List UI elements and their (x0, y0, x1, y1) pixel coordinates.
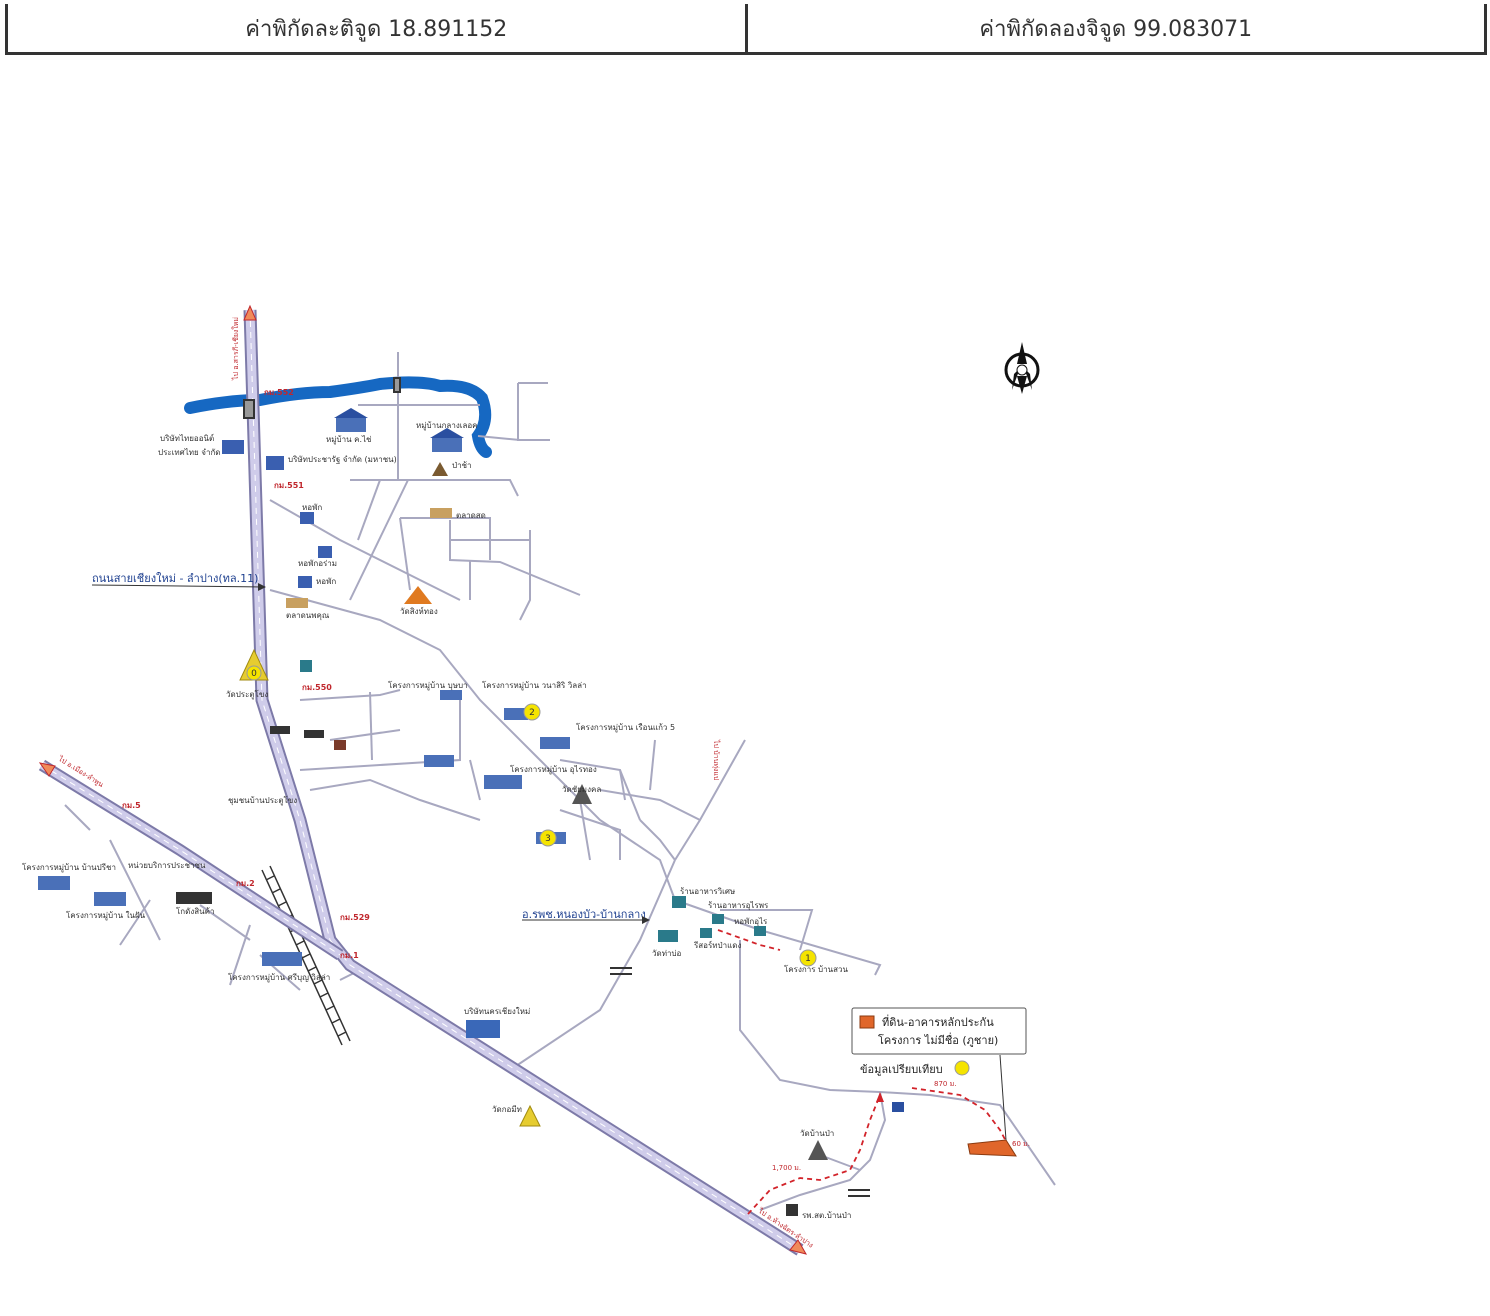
legend-comparison-swatch (954, 1060, 970, 1076)
legend-collateral-project: โครงการ ไม่มีชื่อ (ภูชาย) (878, 1032, 998, 1047)
legend: ที่ดิน-อาคารหลักประกัน โครงการ ไม่มีชื่อ… (851, 1007, 1027, 1076)
place-label: โครงการหมู่บ้าน บ้านปรีชา (22, 862, 116, 873)
km-marker-1: กม.1 (340, 951, 359, 960)
place-label: บริษัทนครเชียงใหม่ (464, 1007, 530, 1016)
highways (38, 309, 804, 1256)
highway-label: ถนนสายเชียงใหม่ - ลำปาง(ทล.11) (92, 572, 258, 585)
comparable-markers (246, 665, 817, 967)
place-label: บริษัทไทยออนิต์ (160, 433, 214, 443)
distance-label-1700m: 1,700 ม. (772, 1164, 801, 1172)
km-marker-2: กม.2 (236, 879, 255, 888)
km-markers: กม.552 กม.551 กม.550 กม.529 กม.1 กม.2 กม… (122, 388, 370, 960)
place-label: หมู่บ้านกลางเลอค (416, 421, 478, 431)
km-marker-552: กม.552 (264, 388, 294, 397)
village-icons (38, 408, 904, 1216)
coordinate-header: ค่าพิกัดละติจูด 18.891152 ค่าพิกัดลองจิจ… (5, 4, 1487, 55)
longitude-label: ค่าพิกัดลองจิจูด 99.083071 (979, 16, 1253, 42)
km-marker-5: กม.5 (122, 801, 141, 810)
direction-label-saraphi: ไป อ.สารภี-เชียงใหม่ (231, 317, 240, 381)
place-label: หมู่บ้าน ค.ไช่ (326, 435, 372, 445)
place-label: โครงการหมู่บ้าน เรือนแก้ว 5 (576, 722, 675, 733)
place-label: โครงการ บ้านสวน (784, 964, 848, 974)
bridge-markers (243, 377, 870, 1197)
place-label: หอพักอุไร (734, 917, 768, 926)
collateral-parcel (967, 1139, 1017, 1157)
minor-roads (64, 352, 1056, 1211)
legend-collateral-title: ที่ดิน-อาคารหลักประกัน (882, 1014, 994, 1029)
km-marker-550: กม.550 (302, 683, 332, 692)
route-label: อ.รพช.หนองบัว-บ้านกลาง (522, 908, 646, 921)
legend-comparison-label: ข้อมูลเปรียบเทียบ (860, 1063, 943, 1076)
distance-label-870m: 870 ม. (934, 1080, 956, 1088)
place-label: วัดชัยมงคล (562, 785, 601, 794)
place-label: วัดสิงห์ทอง (400, 606, 438, 616)
direction-label-thungpae: ไป บ้านทุ่งแป (712, 739, 721, 781)
longitude-cell: ค่าพิกัดลองจิจูด 99.083071 (744, 4, 1485, 52)
place-label: วัดกอมีท (492, 1105, 522, 1114)
compass-icon (1004, 342, 1040, 394)
river (184, 376, 492, 458)
place-label: ป่าช้า (452, 461, 472, 470)
place-label: ร้านอาหารอุไรพร (708, 901, 769, 910)
highway-arrows (38, 304, 808, 1255)
collateral-pointer (999, 1054, 1007, 1141)
place-label: ตลาดนพคุณ (286, 611, 330, 620)
highway-label-arrowhead (258, 583, 266, 591)
comparable-number-1: 1 (805, 954, 811, 964)
route-arrow (876, 1092, 884, 1102)
route-label-arrowhead (642, 916, 650, 924)
place-label: หอพักอร่าม (298, 559, 337, 568)
latitude-cell: ค่าพิกัดละติจูด 18.891152 (8, 4, 745, 52)
distance-label-60m: 60 ม. (1012, 1140, 1030, 1148)
place-label: วัดบ้านป่า (800, 1129, 834, 1138)
place-label: ร้านอาหารวิเศษ (680, 887, 735, 896)
km-marker-551: กม.551 (274, 481, 304, 490)
place-label: โครงการหมู่บ้าน วนาสิริ วิลล่า (482, 680, 587, 691)
place-label: โครงการหมู่บ้าน บุษบา (388, 680, 468, 691)
comparable-number-3: 3 (545, 834, 551, 844)
place-label: โกดังสินค้า (176, 906, 214, 916)
place-label: หอพัก (302, 503, 322, 512)
comparable-number-2: 2 (529, 708, 535, 718)
place-label: วัดท่าบ่อ (652, 949, 682, 958)
comparable-numbers: 0 1 2 3 (251, 669, 811, 964)
place-label: บริษัทประชารัฐ จำกัด (มหาชน) (288, 455, 397, 464)
place-label: ชุมชนบ้านประตูโขง (228, 795, 297, 806)
place-label: รพ.สต.บ้านป่า (802, 1211, 851, 1220)
highway-label-arrow (91, 584, 263, 588)
place-label: หน่วยบริการประชาชน (128, 861, 206, 870)
access-route (717, 929, 1009, 1215)
comparable-number-0: 0 (251, 669, 257, 679)
place-label: รีสอร์ทป่าแดง (693, 940, 741, 950)
place-label: หอพัก (316, 577, 336, 586)
place-label: โครงการหมู่บ้าน อุไรทอง (510, 764, 597, 775)
place-label: ตลาดสด (456, 511, 486, 520)
place-label: วัดประตูโขง (226, 689, 268, 700)
km-marker-529: กม.529 (340, 913, 370, 922)
latitude-label: ค่าพิกัดละติจูด 18.891152 (245, 16, 508, 42)
place-label: โครงการหมู่บ้าน ในฝัน (66, 910, 146, 921)
legend-collateral-swatch (859, 1015, 875, 1029)
place-labels: บริษัทไทยออนิต์ ประเทศไทย จำกัด บริษัทปร… (22, 421, 851, 1220)
place-label: ประเทศไทย จำกัด (158, 448, 221, 457)
place-label: โครงการหมู่บ้าน ศรีบุญ วิลล่า (228, 972, 330, 983)
